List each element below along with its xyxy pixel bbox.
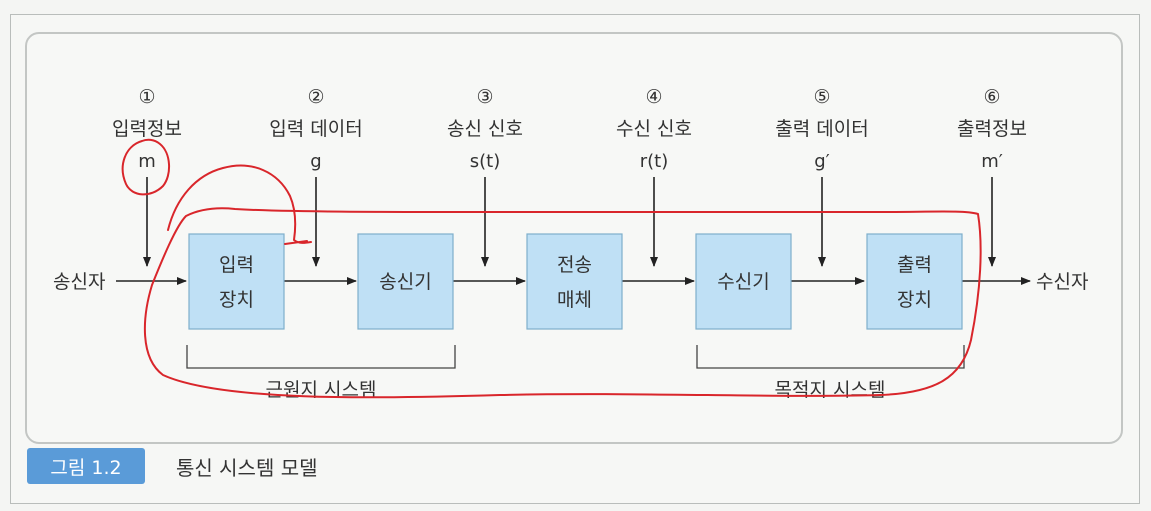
figure-number-badge: 그림 1.2	[27, 448, 145, 484]
stage-number-6: ⑥	[983, 86, 1000, 108]
receiver-device-label: 수신기	[717, 271, 769, 293]
destination-system-label: 목적지 시스템	[775, 379, 886, 401]
stage-symbol-4: r(t)	[640, 151, 669, 172]
stage-symbol-2: g	[310, 151, 321, 172]
destination-system-bracket	[696, 345, 965, 369]
source-system-bracket	[186, 345, 456, 369]
sender-label: 송신자	[53, 271, 105, 293]
receiver-box: 수신기	[695, 233, 792, 330]
red-loop-annotation	[143, 207, 982, 399]
stage-label-2: 입력 데이터	[269, 118, 362, 140]
stage-number-1: ①	[138, 86, 155, 108]
output-device-line-1: 출력	[897, 254, 932, 276]
stage-number-4: ④	[645, 86, 662, 108]
input-device-line-2: 장치	[219, 289, 254, 311]
stage-symbol-3: s(t)	[470, 151, 500, 172]
input-device-box: 입력 장치	[188, 233, 285, 330]
figure-caption-title: 통신 시스템 모델	[176, 455, 318, 480]
output-device-line-2: 장치	[897, 289, 932, 311]
stage-number-5: ⑤	[813, 86, 830, 108]
stage-label-1: 입력정보	[112, 118, 182, 140]
stage-symbol-6: m′	[981, 151, 1003, 172]
red-curve-arrow-annotation	[167, 164, 312, 245]
stage-symbol-5: g′	[814, 151, 830, 172]
stage-symbol-1: m	[138, 151, 156, 172]
red-circle-annotation	[121, 138, 170, 196]
transmission-medium-line-1: 전송	[557, 254, 592, 276]
output-device-box: 출력 장치	[866, 233, 963, 330]
receiver-label: 수신자	[1036, 271, 1088, 293]
transmitter-label: 송신기	[379, 271, 431, 293]
input-device-line-1: 입력	[219, 254, 254, 276]
stage-label-5: 출력 데이터	[775, 118, 868, 140]
transmitter-box: 송신기	[357, 233, 454, 330]
stage-label-3: 송신 신호	[447, 118, 523, 140]
stage-number-3: ③	[476, 86, 493, 108]
stage-number-2: ②	[307, 86, 324, 108]
transmission-medium-line-2: 매체	[557, 289, 592, 311]
transmission-medium-box: 전송 매체	[526, 233, 623, 330]
stage-label-6: 출력정보	[957, 118, 1027, 140]
stage-label-4: 수신 신호	[616, 118, 692, 140]
